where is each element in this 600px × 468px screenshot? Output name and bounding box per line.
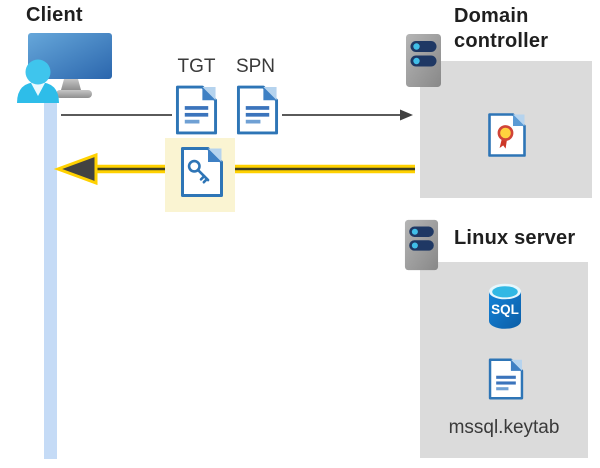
tgt-ticket-icon bbox=[175, 84, 218, 136]
linux-server-icon bbox=[404, 218, 439, 272]
certificate-icon bbox=[487, 112, 527, 158]
domain-controller-server-icon bbox=[405, 33, 442, 88]
sql-badge-text: SQL bbox=[491, 302, 519, 317]
keytab-filename-label: mssql.keytab bbox=[448, 417, 560, 438]
spn-ticket-icon bbox=[236, 84, 279, 136]
spn-label: SPN bbox=[235, 56, 276, 77]
key-ticket-icon bbox=[180, 146, 224, 198]
user-icon bbox=[17, 59, 59, 103]
domain-controller-label: Domain controller bbox=[454, 5, 549, 52]
client-lifeline-bar bbox=[44, 97, 57, 459]
client-workstation-icon bbox=[17, 33, 112, 103]
tgt-label: TGT bbox=[177, 56, 216, 77]
client-label: Client bbox=[26, 4, 83, 26]
request-arrow bbox=[61, 109, 413, 121]
linux-server-label: Linux server bbox=[454, 227, 576, 249]
keytab-file-icon bbox=[488, 355, 524, 403]
response-arrow bbox=[53, 152, 415, 186]
sql-database-icon: SQL bbox=[489, 283, 521, 329]
